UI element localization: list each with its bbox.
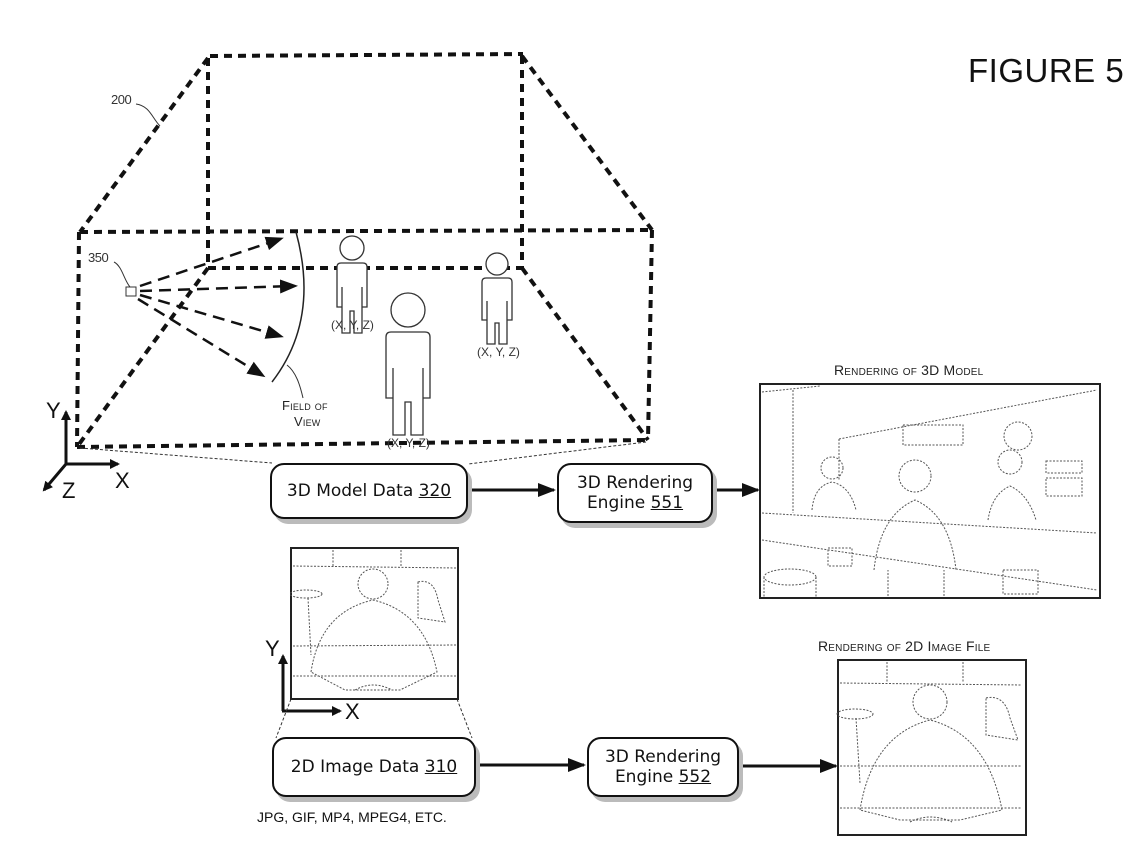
ref-350-leader [113, 261, 131, 288]
axis-label-x: X [115, 468, 130, 493]
field-of-view-label-line2: View [294, 414, 321, 429]
box-2d-image-data-310: 2D Image Data 310 [272, 737, 476, 797]
engine-551-label: Engine [586, 493, 651, 513]
volume-edge-br [520, 266, 650, 442]
axis-label-z: Z [62, 478, 76, 503]
volume-front-bottom-edge [76, 438, 649, 449]
rendering-3d-frame [759, 383, 1101, 599]
person-3-icon [481, 252, 513, 345]
rendering-2d-frame [837, 659, 1027, 836]
box-3d-rendering-engine-551: 3D Rendering Engine 551 [557, 463, 713, 523]
field-of-view-label-line1: Field of [282, 398, 328, 413]
projection-line-right [467, 441, 647, 465]
volume-edge-bl [75, 266, 210, 449]
ref-310: 310 [424, 756, 458, 777]
caption-rendering-3d-model: Rendering of 3D Model [834, 362, 984, 378]
field-of-view-arc [271, 231, 305, 383]
axis-label-y: Y [46, 398, 61, 423]
projection-line-left [79, 447, 273, 464]
volume-back-top-edge [209, 52, 524, 58]
fov-ray-3 [139, 293, 284, 339]
axis-2d-label-x: X [345, 699, 360, 724]
volume-front-top-edge [79, 228, 653, 234]
box-2d-image-data-label: 2D Image Data [290, 756, 425, 777]
person-3-coords: (X, Y, Z) [477, 345, 520, 359]
xyz-axes [42, 410, 120, 492]
box-3d-model-data-text: 3D Model Data 320 [287, 481, 451, 501]
ref-320: 320 [418, 480, 452, 501]
volume-200-wireframe [75, 52, 654, 449]
rendering-3d-model-sketch [759, 383, 1101, 599]
person-2-coords: (X, Y, Z) [387, 436, 430, 450]
box-2d-image-data-text: 2D Image Data 310 [291, 757, 457, 777]
volume-edge-tl [78, 56, 210, 234]
ref-552: 552 [678, 767, 712, 787]
box-3d-model-data-320: 3D Model Data 320 [270, 463, 468, 519]
ref-551: 551 [650, 493, 684, 513]
engine-552-label: Engine [614, 767, 679, 787]
projection-2d-left [275, 698, 292, 739]
ref-label-200: 200 [111, 92, 132, 107]
input-2d-photo-sketch [289, 547, 459, 700]
ref-200-leader [135, 103, 161, 127]
fov-ray-2 [139, 279, 298, 294]
volume-edge-tr [520, 54, 654, 232]
axis-2d-label-y: Y [265, 636, 280, 661]
ref-label-350: 350 [88, 250, 109, 265]
engine-551-line1: 3D Rendering [576, 472, 694, 493]
engine-552-line1: 3D Rendering [604, 746, 722, 767]
xy-axes-2d [278, 654, 342, 716]
input-2d-photo-frame [290, 547, 459, 700]
fov-leader [286, 364, 304, 399]
person-1-icon [336, 235, 368, 334]
supported-formats-label: JPG, GIF, MP4, MPEG4, ETC. [257, 809, 447, 825]
volume-front-left-edge [75, 231, 81, 448]
fov-ray-1 [139, 236, 284, 288]
projection-2d-right [456, 698, 473, 739]
field-of-view-rays [137, 236, 298, 378]
person-2-icon [385, 292, 431, 436]
box-3d-rendering-engine-552: 3D Rendering Engine 552 [587, 737, 739, 797]
box-3d-model-data-label: 3D Model Data [286, 480, 419, 501]
volume-front-right-edge [646, 229, 654, 441]
engine-551-line2: Engine 551 [587, 493, 683, 513]
fov-ray-4 [137, 297, 266, 378]
camera-350-icon [125, 286, 137, 297]
rendering-2d-image-sketch [836, 659, 1027, 836]
engine-552-line2: Engine 552 [615, 767, 711, 787]
person-1-coords: (X, Y, Z) [331, 318, 374, 332]
figure-title: FIGURE 5 [968, 52, 1123, 89]
z-axis-arrow [42, 463, 68, 492]
caption-rendering-2d-image: Rendering of 2D Image File [818, 638, 991, 654]
